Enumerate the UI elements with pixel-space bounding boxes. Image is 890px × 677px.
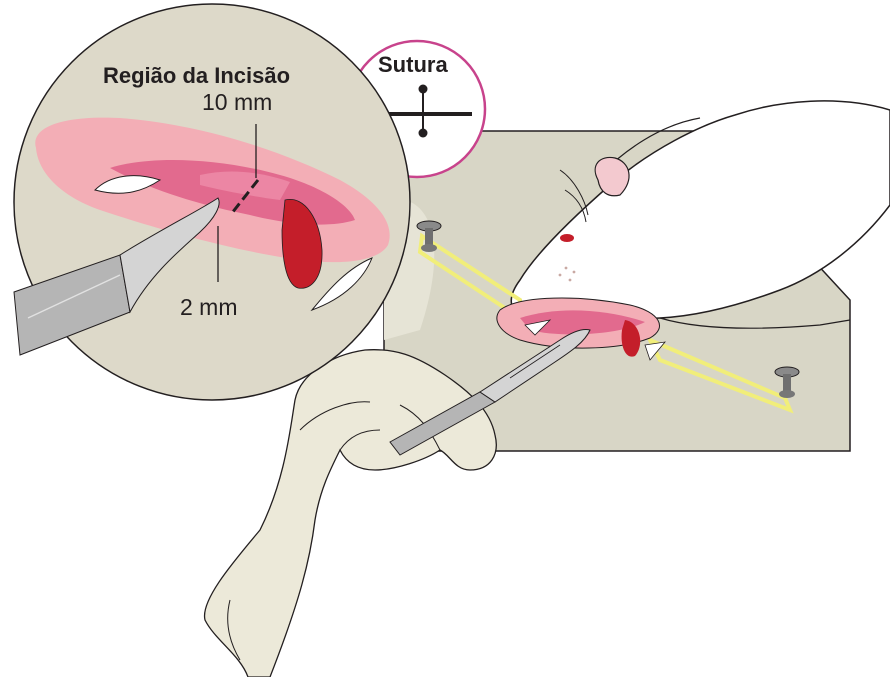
suture-label: Sutura <box>378 52 448 78</box>
gloved-hand-icon <box>205 350 497 677</box>
length-2mm-label: 2 mm <box>180 294 238 321</box>
incision-region-label: Região da Incisão <box>103 63 290 89</box>
length-10mm-label: 10 mm <box>202 89 272 116</box>
